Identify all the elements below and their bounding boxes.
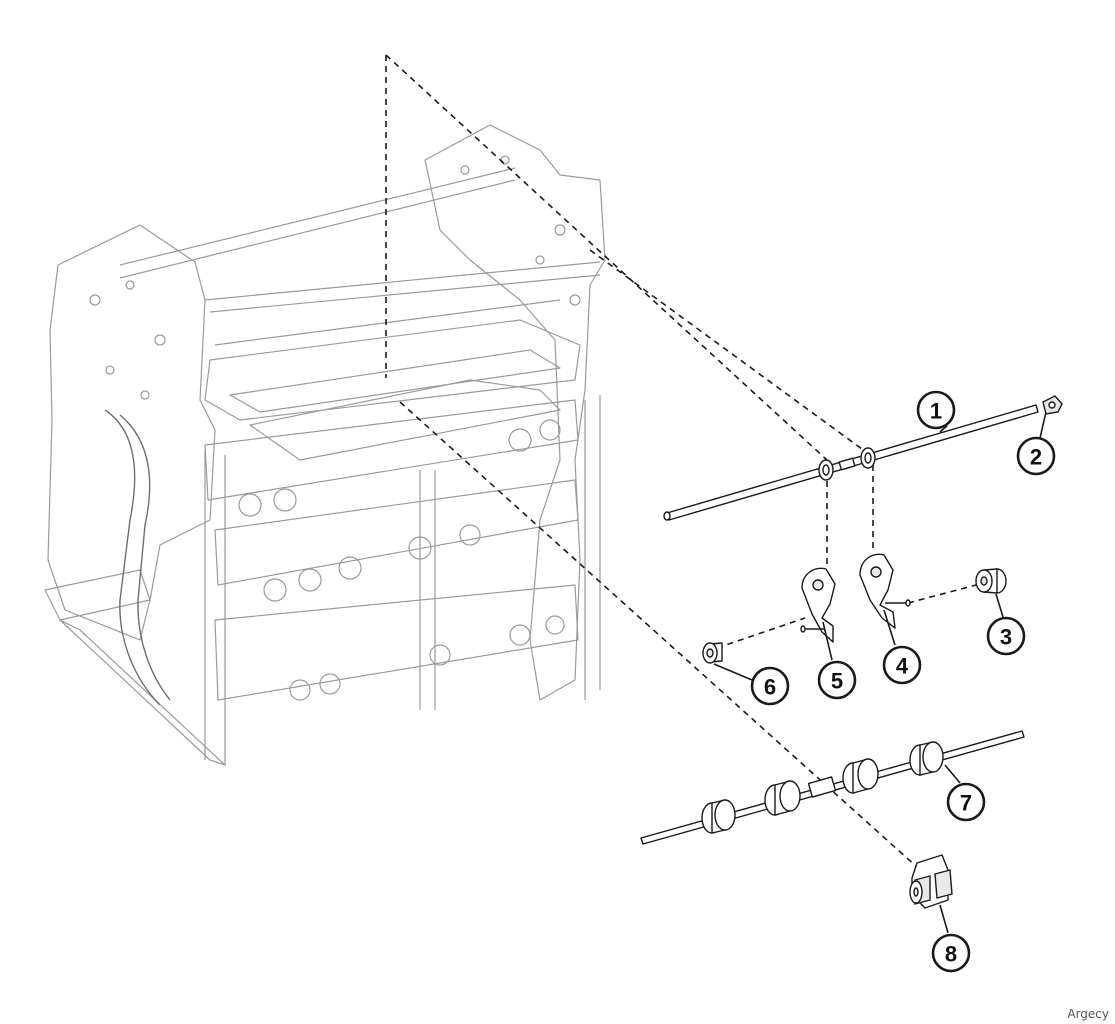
callout-7: 7: [946, 782, 986, 822]
callout-6: 6: [750, 666, 790, 706]
part-4-bracket: [859, 553, 911, 629]
callout-2: 2: [1016, 436, 1056, 476]
callout-2-label: 2: [1030, 445, 1042, 470]
watermark-text: Argecy: [1067, 1007, 1109, 1021]
part-8-gear-assembly: [909, 854, 953, 909]
callout-4: 4: [882, 645, 922, 685]
part-6-roller: [702, 642, 723, 664]
callout-8-label: 8: [945, 942, 957, 967]
callout-3-label: 3: [1000, 625, 1012, 650]
callout-5: 5: [817, 660, 857, 700]
callout-4-label: 4: [896, 654, 909, 679]
callout-7-label: 7: [960, 791, 972, 816]
callout-8: 8: [931, 933, 971, 973]
callout-1: 1: [916, 390, 956, 430]
callout-5-label: 5: [831, 669, 843, 694]
part-3-roller: [975, 568, 1007, 594]
callout-6-label: 6: [764, 675, 776, 700]
leader-lines: [385, 54, 981, 869]
callout-1-label: 1: [930, 399, 942, 424]
part-7-roller-shaft: [640, 730, 1025, 845]
part-2-clip: [1042, 395, 1063, 415]
callout-pointers: [713, 411, 1047, 934]
printer-frame-assembly: [44, 124, 606, 766]
part-1-shaft: [663, 404, 1039, 521]
callout-3: 3: [986, 616, 1026, 656]
part-5-bracket: [800, 567, 836, 643]
